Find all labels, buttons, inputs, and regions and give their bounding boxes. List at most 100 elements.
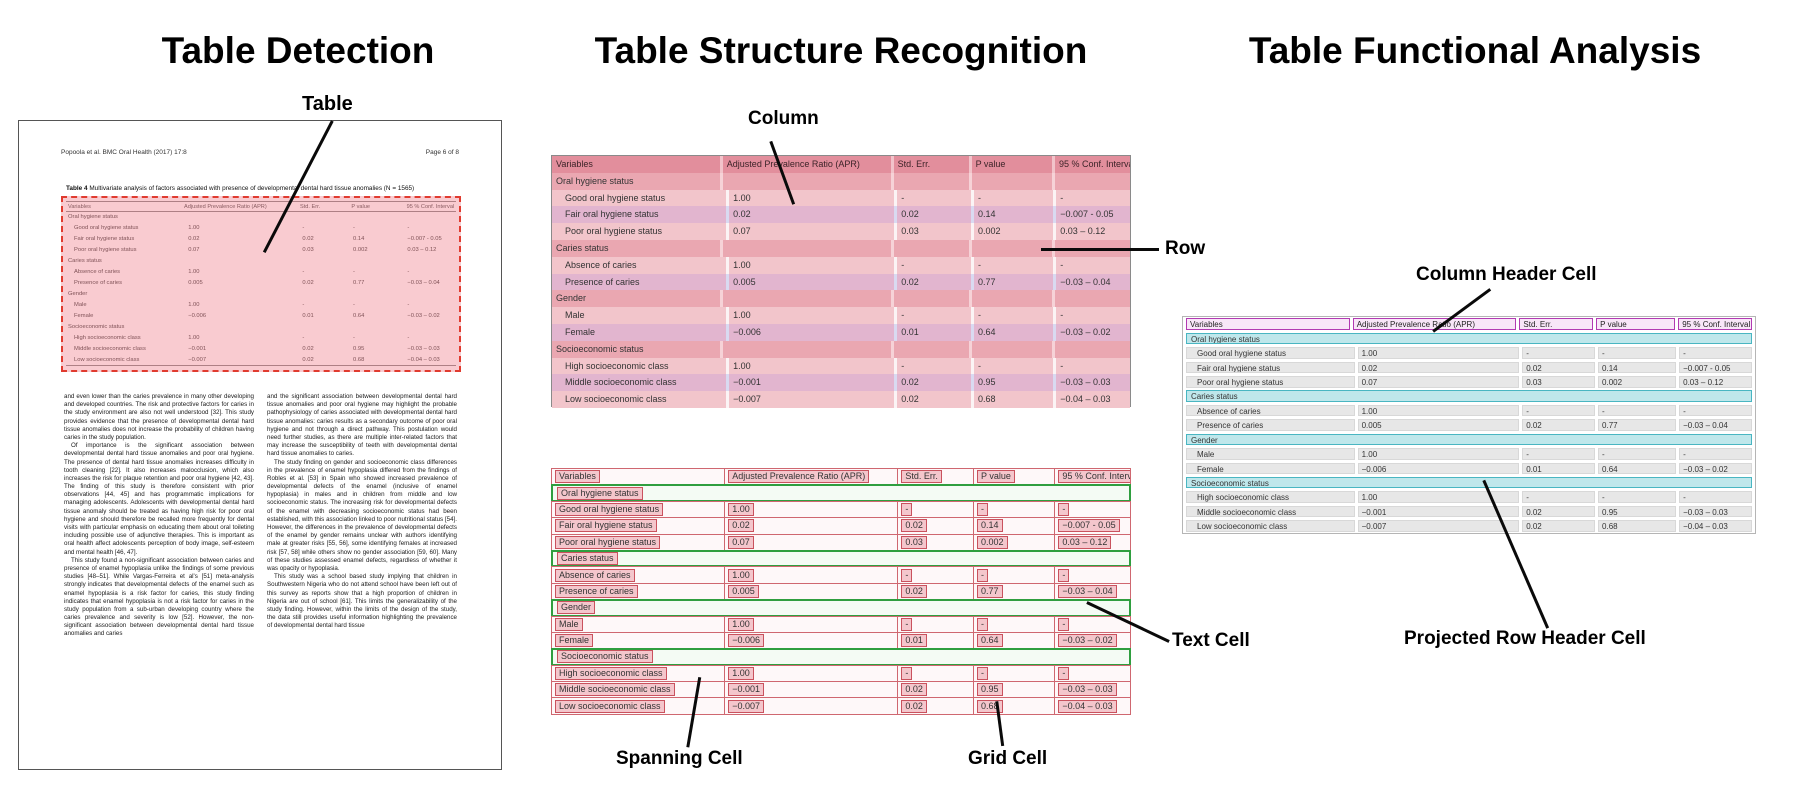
grid-cell: 0.02 <box>897 681 975 699</box>
text-cell: 95 % Conf. Interval <box>1058 470 1131 484</box>
cell <box>971 290 1053 308</box>
cell: Presence of caries <box>1186 419 1355 431</box>
callout-column-header-cell: Column Header Cell <box>1416 264 1597 285</box>
grid-cell: - <box>973 664 1056 683</box>
grid-cell: Std. Err. <box>897 468 975 486</box>
cell: −0.03 – 0.02 <box>1679 462 1752 475</box>
cell <box>1055 290 1130 308</box>
paragraph: This study was a school based study impl… <box>267 573 457 630</box>
grid-cell: High socioeconomic class <box>551 664 726 683</box>
cell: −0.001 <box>729 374 895 392</box>
grid-cell: Fair oral hygiene status <box>551 517 726 535</box>
grid-cell: 1.00 <box>724 500 899 519</box>
grid-cell: 1.00 <box>724 664 899 683</box>
text-cell: Fair oral hygiene status <box>555 519 657 533</box>
cell: 0.64 <box>974 323 1054 341</box>
cell: 0.005 <box>1357 419 1520 431</box>
table-row: Socioeconomic status <box>1186 475 1752 489</box>
cell: - <box>302 269 305 275</box>
grid-cell: - <box>973 615 1056 633</box>
text-cell: - <box>977 502 989 516</box>
text-cell: - <box>1058 502 1070 516</box>
cell: −0.001 <box>1357 505 1520 518</box>
cell: 0.03 <box>897 223 971 240</box>
text-cell: Female <box>555 634 594 648</box>
cell: Fair oral hygiene status <box>74 236 135 242</box>
cell: 0.07 <box>729 223 895 240</box>
cell: Middle socioeconomic class <box>74 346 146 352</box>
cell: 0.03 <box>1522 376 1596 388</box>
text-cell: Variables <box>555 470 600 484</box>
header-row: Variables Adjusted Prevalence Ratio (APR)… <box>551 468 1132 486</box>
cell: High socioeconomic class <box>552 357 727 375</box>
grid-cell: −0.03 – 0.02 <box>1054 631 1132 650</box>
grid-cell: 0.64 <box>973 631 1056 650</box>
text-cell: Poor oral hygiene status <box>555 535 661 549</box>
cell: - <box>1598 347 1677 359</box>
text-cell: 0.14 <box>977 519 1003 533</box>
section-cell: Gender <box>552 290 720 308</box>
cell: - <box>1679 404 1752 417</box>
cell: 1.00 <box>729 357 895 375</box>
cell: - <box>407 302 410 308</box>
column-header-cell: 95 % Conf. Interval <box>1678 318 1752 330</box>
text-cell: Gender <box>557 601 596 615</box>
document-body-text: and even lower than the caries prevalenc… <box>64 393 458 639</box>
cell: - <box>1679 491 1752 503</box>
panel-title-structure: Table Structure Recognition <box>594 30 1088 71</box>
cell: −0.04 – 0.03 <box>1056 391 1130 408</box>
cell: Absence of caries <box>74 269 121 275</box>
cell: 0.64 <box>353 313 365 319</box>
paragraph: and even lower than the caries prevalenc… <box>64 393 254 441</box>
text-cell: 0.02 <box>901 519 927 533</box>
cell: - <box>407 269 410 275</box>
cell: - <box>353 269 355 275</box>
cell: 0.002 <box>353 247 368 253</box>
header-cell: Adjusted Prevalence Ratio (APR) <box>184 204 267 210</box>
cell: 1.00 <box>1357 404 1520 417</box>
cell: - <box>407 335 410 341</box>
section-row: Gender <box>552 290 1130 308</box>
paragraph: The study finding on gender and socioeco… <box>267 458 457 572</box>
grid-cell: - <box>973 500 1056 519</box>
text-cell: Adjusted Prevalence Ratio (APR) <box>728 470 870 484</box>
cell: 0.02 <box>1522 361 1596 374</box>
cell: −0.006 <box>1357 462 1520 475</box>
column-header-cell: Variables <box>1186 318 1350 330</box>
cell: Absence of caries <box>1186 404 1355 417</box>
cell: 0.02 <box>302 280 314 286</box>
panel-title-functional: Table Functional Analysis <box>1248 30 1702 71</box>
cell: Poor oral hygiene status <box>552 223 727 240</box>
cell: Good oral hygiene status <box>1186 347 1355 359</box>
grid-cell: −0.006 <box>724 631 899 650</box>
cell: −0.03 – 0.03 <box>1056 374 1130 392</box>
text-cell: Middle socioeconomic class <box>555 683 675 697</box>
table-caption-label: Table 4 <box>66 185 88 192</box>
cell: 0.005 <box>188 280 203 286</box>
cell: 0.68 <box>974 391 1054 408</box>
cell: −0.03 – 0.02 <box>1056 323 1130 341</box>
grid-cell: P value <box>973 468 1056 486</box>
grid-cell: Poor oral hygiene status <box>551 533 726 551</box>
callout-column: Column <box>748 108 819 129</box>
text-cell: - <box>1058 666 1070 680</box>
text-cell: 0.01 <box>901 634 927 648</box>
grid-cell: 0.002 <box>973 533 1056 551</box>
text-cell: 0.002 <box>977 535 1008 549</box>
text-cell: 0.02 <box>728 519 754 533</box>
cell: −0.007 <box>188 357 207 363</box>
text-cell: −0.006 <box>728 634 764 648</box>
cell: 0.64 <box>1598 462 1677 475</box>
